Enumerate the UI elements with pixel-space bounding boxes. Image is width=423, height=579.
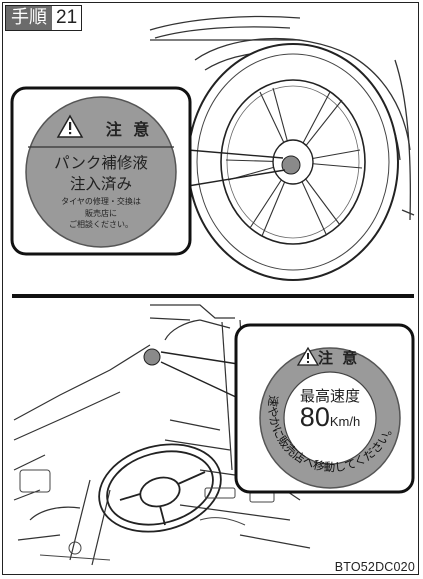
top-label-header: 注 意 — [105, 120, 153, 139]
step-word: 手順 — [6, 6, 52, 30]
top-label-line1: パンク補修液 — [54, 154, 148, 172]
speed-label-title: 最高速度 — [299, 387, 360, 405]
speed-number: 80 — [299, 402, 330, 432]
figure-frame — [2, 2, 419, 575]
step-badge: 手順 21 — [5, 5, 83, 31]
warning-triangle-icon — [56, 114, 84, 138]
figure-code: BTO52DC020 — [334, 560, 415, 574]
section-divider — [12, 294, 414, 298]
top-label-small2: 販売店に — [85, 209, 117, 218]
dashboard-details — [19, 469, 275, 561]
top-label-line2: 注入済み — [69, 175, 132, 193]
steering-wheel — [98, 443, 222, 533]
callout-pointer-top — [187, 149, 286, 187]
speed-unit: Km/h — [329, 414, 361, 429]
bottom-label-header: 注 意 — [318, 349, 360, 367]
step-number: 21 — [56, 7, 78, 28]
sticker-location-marker — [143, 348, 161, 366]
top-label-small1: タイヤの修理・交換は — [61, 197, 141, 206]
top-label-small3: ご相談ください。 — [69, 220, 133, 229]
speed-label-value: 80Km/h — [286, 402, 374, 433]
speed-label-center — [283, 371, 377, 465]
warning-triangle-icon — [296, 346, 320, 366]
callout-pointer-bottom — [160, 351, 239, 399]
wheel — [187, 43, 399, 281]
